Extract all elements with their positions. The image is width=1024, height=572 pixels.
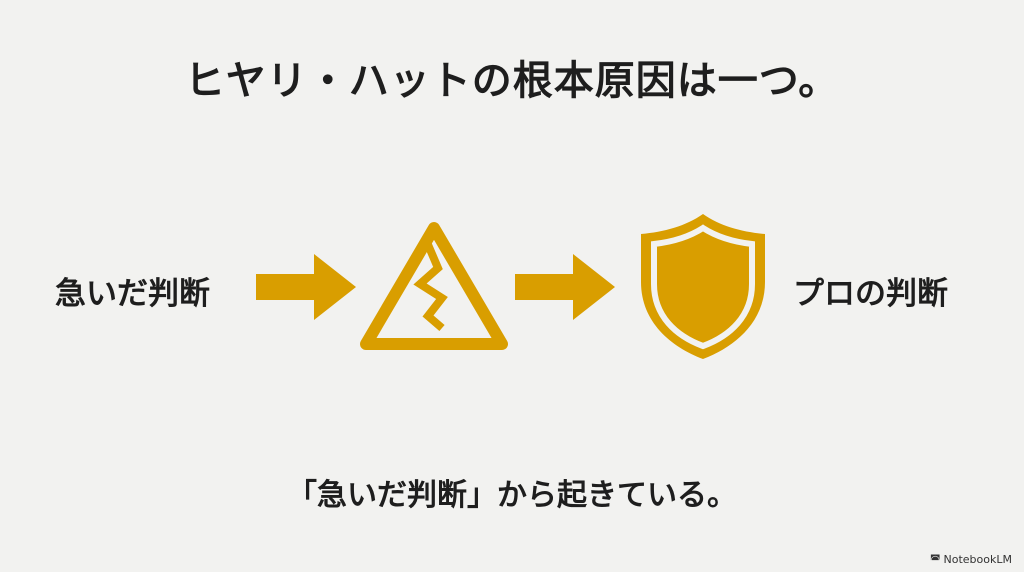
arrow-right-icon xyxy=(515,254,615,320)
brand-name: NotebookLM xyxy=(943,553,1012,566)
professional-judgment-label: プロの判断 xyxy=(793,276,948,312)
hasty-judgment-label: 急いだ判断 xyxy=(55,276,210,312)
arrow-right-icon xyxy=(256,254,356,320)
notebooklm-logo-icon: ◚ xyxy=(929,553,941,566)
brand-watermark: ◚ NotebookLM xyxy=(930,553,1012,566)
slide-title: ヒヤリ・ハットの根本原因は一つ。 xyxy=(184,57,840,104)
shield-icon xyxy=(641,214,765,359)
warning-crack-icon xyxy=(360,222,508,350)
caption: 「急いだ判断」から起きている。 xyxy=(287,478,737,513)
